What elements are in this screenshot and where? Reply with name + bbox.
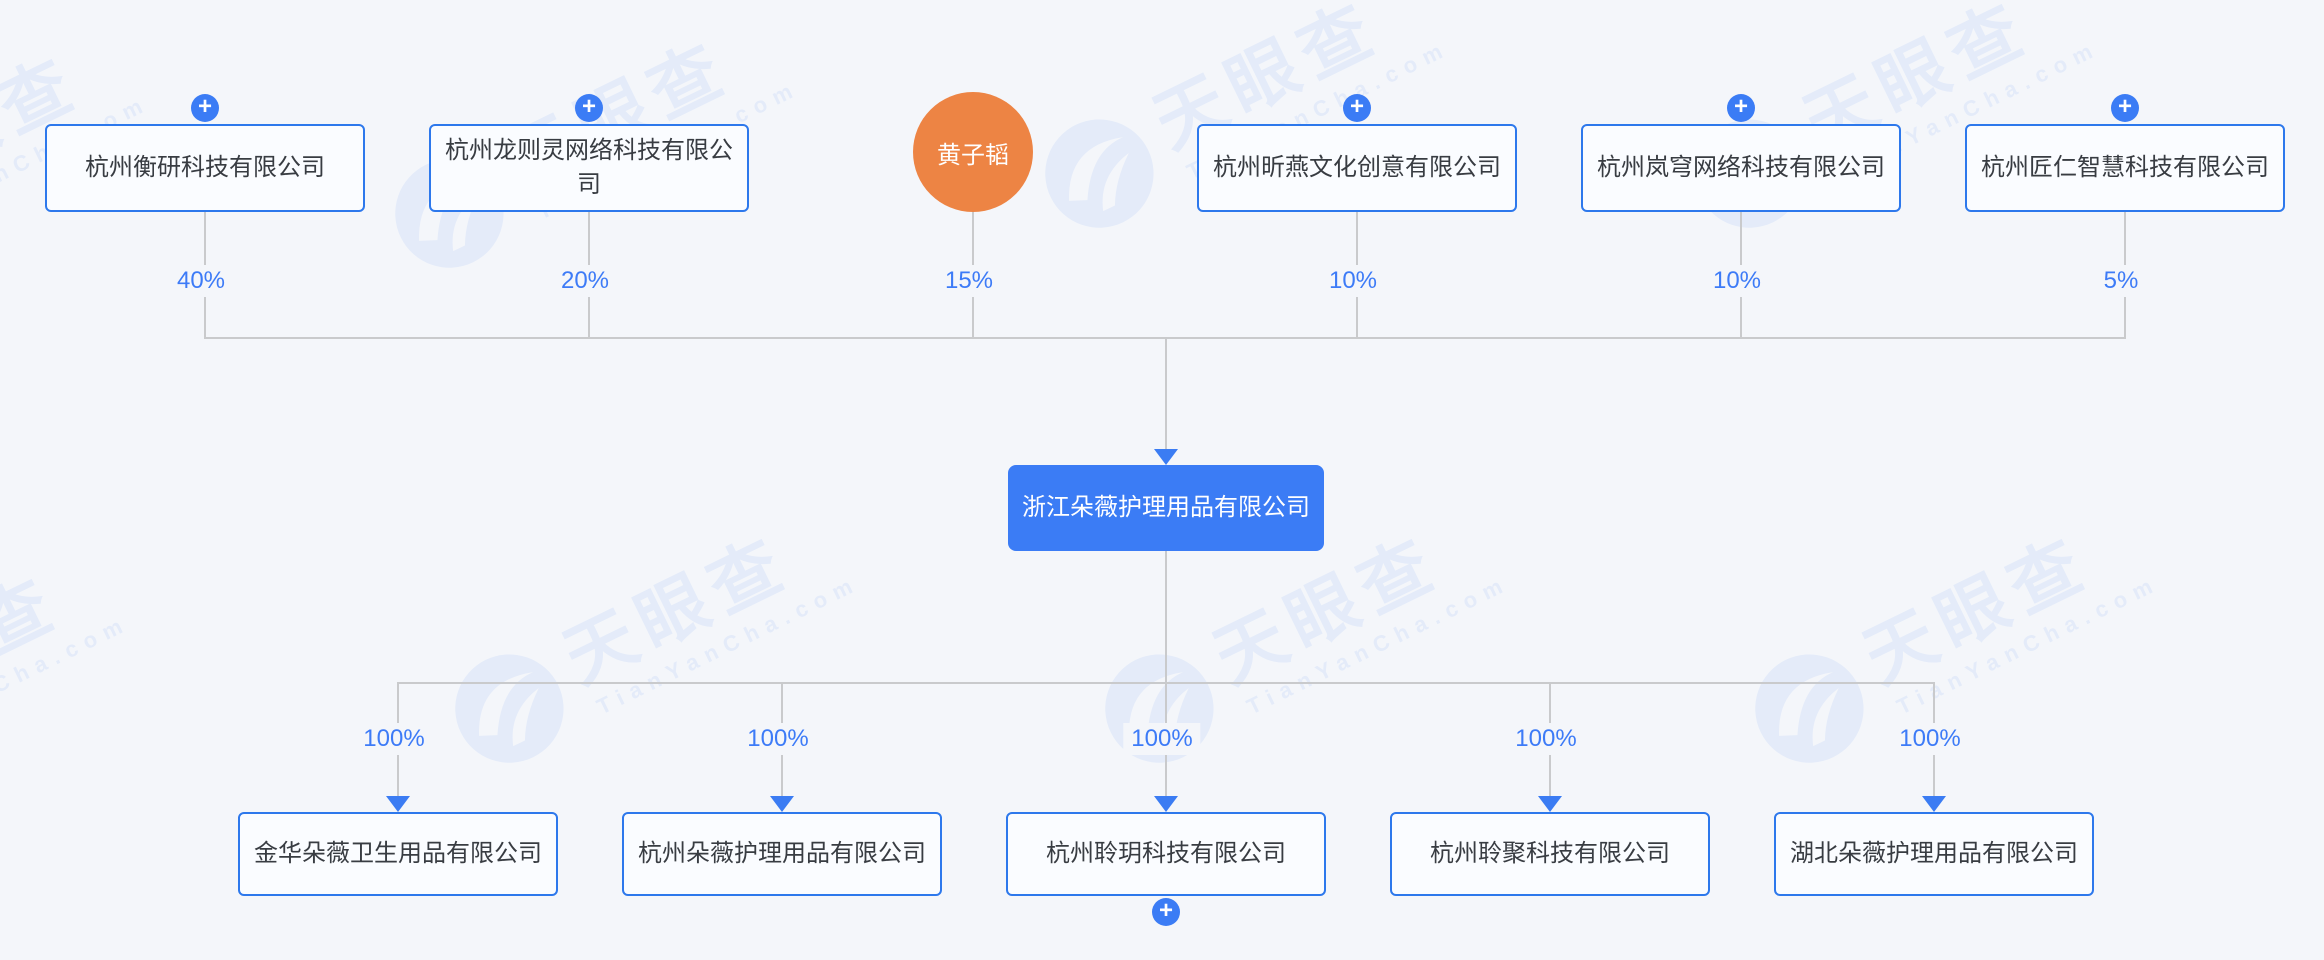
person-name-label: 黄子韬 [937, 141, 1009, 169]
arrow-down-icon [770, 796, 794, 812]
company-name-label: 金华朵薇卫生用品有限公司 [254, 840, 542, 868]
company-name-label: 杭州岚穹网络科技有限公司 [1597, 154, 1885, 182]
expand-plus-button[interactable]: + [2111, 94, 2139, 122]
watermark-brand-text: 天眼查 [1202, 522, 1453, 698]
arrow-down-icon [1154, 449, 1178, 465]
company-name-label: 杭州龙则灵网络科技有限公司 [445, 137, 733, 198]
shareholder-node-2-person[interactable]: 黄子韬 [913, 92, 1033, 212]
watermark-domain-text: TianYanCha.com [1242, 570, 1514, 720]
watermark-domain-text: TianYanCha.com [592, 570, 864, 720]
company-name-label: 杭州匠仁智慧科技有限公司 [1981, 154, 2269, 182]
company-name-label: 杭州朵薇护理用品有限公司 [638, 840, 926, 868]
connector-line [204, 337, 2126, 339]
company-name-label: 杭州聆玥科技有限公司 [1046, 840, 1286, 868]
company-name-label: 杭州昕燕文化创意有限公司 [1213, 154, 1501, 182]
watermark-domain-text: TianYanCha.com [0, 610, 134, 760]
ownership-percent-label: 100% [355, 723, 433, 755]
shareholder-node-4[interactable]: 杭州岚穹网络科技有限公司 [1581, 124, 1901, 212]
company-name-label: 湖北朵薇护理用品有限公司 [1790, 840, 2078, 868]
plus-icon: + [1158, 897, 1173, 924]
arrow-down-icon [386, 796, 410, 812]
connector-line [1165, 339, 1167, 452]
expand-plus-button[interactable]: + [1152, 898, 1180, 926]
ownership-percent-label: 40% [168, 265, 234, 297]
shareholder-node-0[interactable]: 杭州衡研科技有限公司 [45, 124, 365, 212]
root-company-name-label: 浙江朵薇护理用品有限公司 [1022, 494, 1310, 522]
ownership-percent-label: 100% [1891, 723, 1969, 755]
subsidiary-node-2[interactable]: 杭州聆玥科技有限公司 [1006, 812, 1326, 896]
arrow-down-icon [1154, 796, 1178, 812]
arrow-down-icon [1538, 796, 1562, 812]
plus-icon: + [197, 93, 212, 120]
company-name-label: 杭州聆聚科技有限公司 [1430, 840, 1670, 868]
company-name-label: 杭州衡研科技有限公司 [85, 154, 325, 182]
arrow-down-icon [1922, 796, 1946, 812]
root-company-node[interactable]: 浙江朵薇护理用品有限公司 [1008, 465, 1324, 551]
subsidiary-node-4[interactable]: 湖北朵薇护理用品有限公司 [1774, 812, 2094, 896]
tianyancha-logo-watermark-icon [1755, 654, 1864, 763]
plus-icon: + [2117, 93, 2132, 120]
expand-plus-button[interactable]: + [1343, 94, 1371, 122]
tianyancha-logo-watermark-icon [1045, 119, 1154, 228]
shareholder-node-5[interactable]: 杭州匠仁智慧科技有限公司 [1965, 124, 2285, 212]
ownership-percent-label: 10% [1320, 265, 1386, 297]
subsidiary-node-1[interactable]: 杭州朵薇护理用品有限公司 [622, 812, 942, 896]
plus-icon: + [1349, 93, 1364, 120]
plus-icon: + [1733, 93, 1748, 120]
ownership-percent-label: 15% [936, 265, 1002, 297]
tianyancha-logo-watermark-icon [1105, 654, 1214, 763]
shareholder-node-3[interactable]: 杭州昕燕文化创意有限公司 [1197, 124, 1517, 212]
plus-icon: + [581, 93, 596, 120]
expand-plus-button[interactable]: + [575, 94, 603, 122]
tianyancha-logo-watermark-icon [455, 654, 564, 763]
watermark-brand-text: 天眼查 [1852, 522, 2103, 698]
ownership-percent-label: 10% [1704, 265, 1770, 297]
ownership-percent-label: 100% [1507, 723, 1585, 755]
subsidiary-node-0[interactable]: 金华朵薇卫生用品有限公司 [238, 812, 558, 896]
expand-plus-button[interactable]: + [1727, 94, 1755, 122]
ownership-percent-label: 100% [1123, 723, 1201, 755]
watermark-brand-text: 天眼查 [552, 522, 803, 698]
watermark-brand-text: 天眼查 [0, 562, 73, 738]
ownership-percent-label: 100% [739, 723, 817, 755]
subsidiary-node-3[interactable]: 杭州聆聚科技有限公司 [1390, 812, 1710, 896]
connector-line [1165, 551, 1167, 683]
shareholder-node-1[interactable]: 杭州龙则灵网络科技有限公司 [429, 124, 749, 212]
ownership-percent-label: 20% [552, 265, 618, 297]
ownership-percent-label: 5% [2095, 265, 2147, 297]
expand-plus-button[interactable]: + [191, 94, 219, 122]
